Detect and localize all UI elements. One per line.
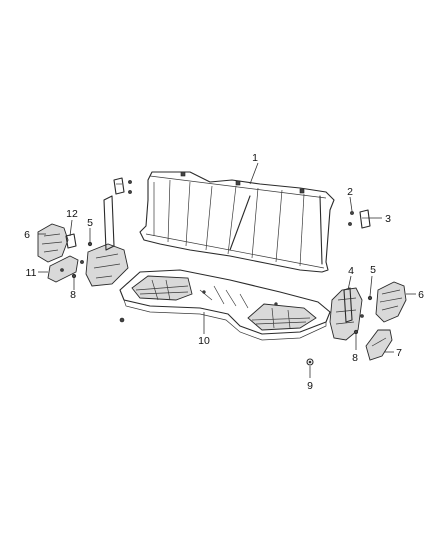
left-upper-bracket[interactable] xyxy=(113,177,132,195)
left-hinge-assembly[interactable] xyxy=(85,195,129,287)
nut[interactable] xyxy=(306,358,314,366)
left-fasteners[interactable] xyxy=(71,241,93,279)
callout-12: 12 xyxy=(66,208,78,220)
leader-lines xyxy=(38,162,416,378)
seat-back-frame[interactable] xyxy=(139,171,335,273)
callout-4: 4 xyxy=(348,265,354,277)
callout-6-left: 6 xyxy=(24,229,30,241)
right-upper-bracket[interactable] xyxy=(359,209,371,229)
right-fasteners[interactable] xyxy=(353,295,373,335)
callout-2: 2 xyxy=(347,186,353,198)
right-bolts[interactable] xyxy=(348,211,354,226)
callout-9: 9 xyxy=(307,380,313,392)
left-end-cover[interactable] xyxy=(37,223,69,263)
seat-cushion-frame[interactable] xyxy=(119,269,331,341)
callout-1: 1 xyxy=(252,152,258,164)
callout-3: 3 xyxy=(385,213,391,225)
right-hinge-assembly[interactable] xyxy=(329,287,363,341)
right-end-cover[interactable] xyxy=(375,281,407,323)
left-lower-bracket[interactable] xyxy=(47,255,79,283)
callout-8-right: 8 xyxy=(352,352,358,364)
callout-5-right: 5 xyxy=(370,264,376,276)
callout-11: 11 xyxy=(26,267,37,279)
callout-7: 7 xyxy=(396,347,402,359)
callout-8-left: 8 xyxy=(70,289,76,301)
callouts: 1 2 3 4 5 5 6 6 7 8 8 9 10 11 12 xyxy=(24,152,424,392)
cushion-fastener[interactable] xyxy=(119,317,125,323)
callout-10: 10 xyxy=(198,335,210,347)
callout-5-left: 5 xyxy=(87,217,93,229)
left-clip[interactable] xyxy=(65,233,77,249)
right-side-shield[interactable] xyxy=(365,329,393,361)
callout-6-right: 6 xyxy=(418,289,424,301)
